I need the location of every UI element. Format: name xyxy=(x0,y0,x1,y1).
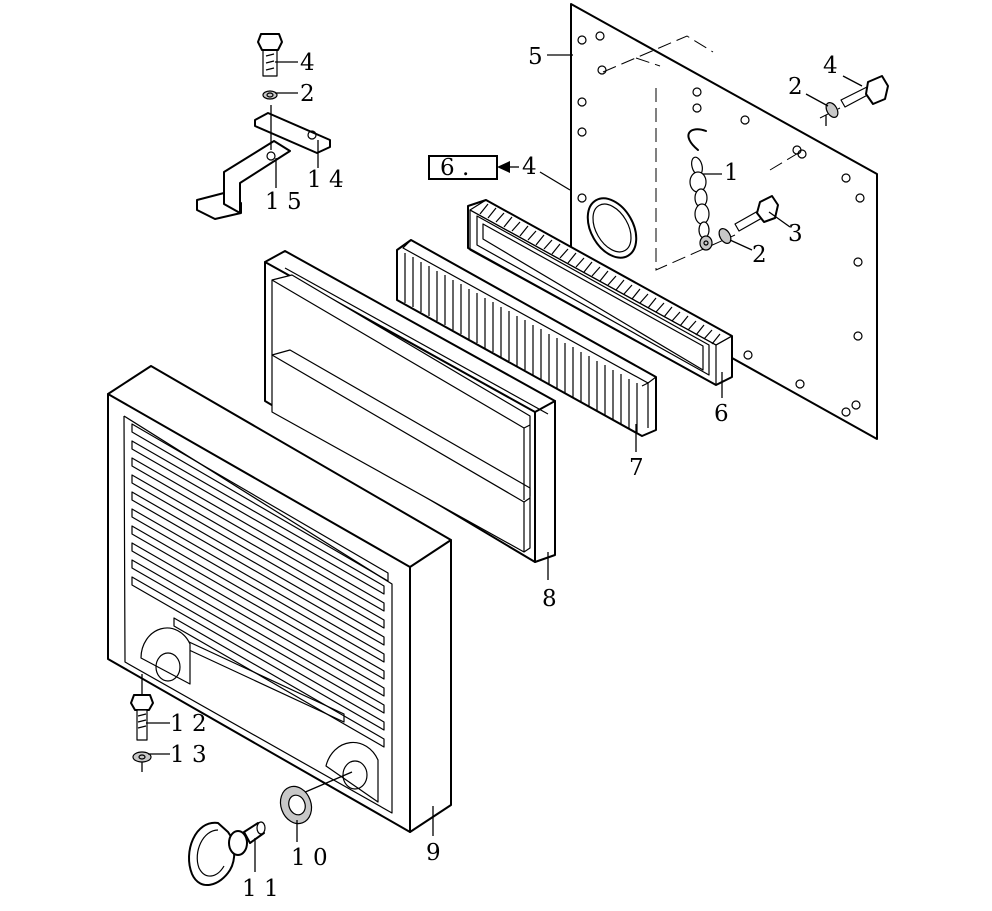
part-label-2-top-left: 2 xyxy=(300,81,315,107)
mounting-plate-part xyxy=(570,3,878,440)
reference-box-text: 6 . xyxy=(440,155,469,181)
part-label-14: 1 4 xyxy=(307,167,344,193)
plate-bolt-holes xyxy=(577,31,865,417)
cover-bolt-assembly xyxy=(130,674,154,772)
bracket-assembly xyxy=(196,33,331,220)
part-label-15: 1 5 xyxy=(265,189,302,215)
part-label-2-middle: 2 xyxy=(752,242,767,268)
part-label-3: 3 xyxy=(788,221,803,247)
pleated-filter-part xyxy=(396,239,657,437)
frame-filter-part xyxy=(467,199,733,386)
part-label-5: 5 xyxy=(528,44,543,70)
cover-grille-slats xyxy=(131,423,389,748)
part-labels: 5 4 2 1 4 1 5 4 2 1 3 2 4 6 7 8 9 1 2 1 … xyxy=(170,44,838,902)
part-label-1: 1 xyxy=(724,160,739,186)
part-label-4-top-left: 4 xyxy=(300,50,315,76)
part-label-8: 8 xyxy=(542,586,557,612)
part-label-4-top-right: 4 xyxy=(823,53,838,79)
part-label-2-top-right: 2 xyxy=(788,74,803,100)
latch-assembly xyxy=(188,771,353,886)
leader-lines xyxy=(146,54,863,872)
part-label-4-reference: 4 xyxy=(522,154,537,180)
part-label-10: 1 0 xyxy=(291,845,328,871)
part-label-9: 9 xyxy=(426,840,441,866)
front-cover-part xyxy=(107,365,452,833)
part-label-7: 7 xyxy=(629,455,644,481)
middle-bolt-assembly xyxy=(718,195,779,244)
part-label-13: 1 3 xyxy=(170,742,207,768)
right-bolt-assembly xyxy=(825,75,889,126)
filter-housing-part xyxy=(264,250,556,563)
chain-assembly xyxy=(687,128,713,251)
reference-arrow-icon xyxy=(497,161,510,173)
part-label-12: 1 2 xyxy=(170,711,207,737)
part-label-6: 6 xyxy=(714,401,729,427)
reference-callout: 6 . xyxy=(428,155,510,181)
part-label-11: 1 1 xyxy=(242,876,279,902)
reference-box xyxy=(428,155,498,180)
